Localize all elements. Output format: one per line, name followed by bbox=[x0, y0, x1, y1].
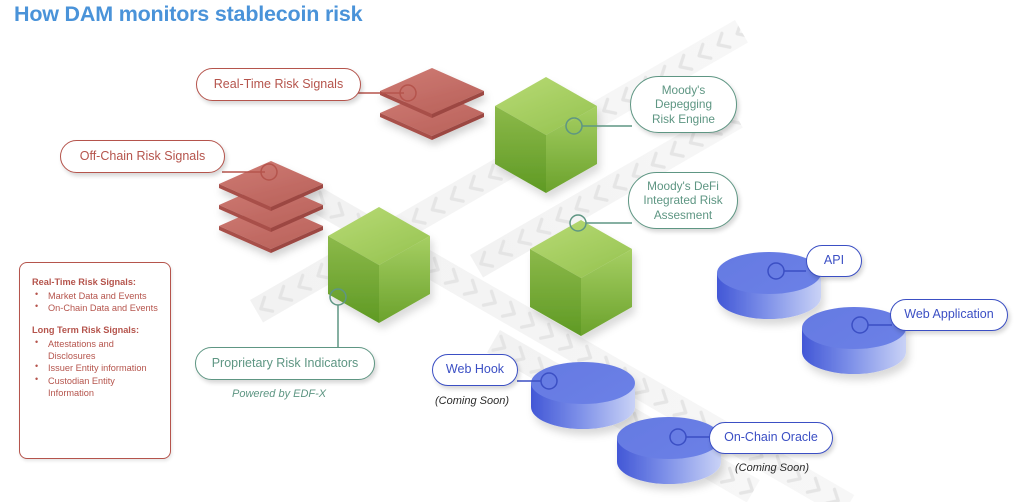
callout-off-chain-risk-signals[interactable]: Off-Chain Risk Signals bbox=[60, 140, 225, 173]
legend-list-realtime: Market Data and Events On-Chain Data and… bbox=[32, 289, 162, 314]
on-chain-oracle-note: (Coming Soon) bbox=[735, 462, 809, 474]
green-cube-depegging-engine bbox=[492, 75, 600, 203]
callout-web-hook[interactable]: Web Hook bbox=[432, 354, 518, 386]
callout-proprietary-risk-indicators[interactable]: Proprietary Risk Indicators bbox=[195, 347, 375, 380]
red-data-plates-offchain bbox=[213, 157, 338, 262]
proprietary-risk-indicators-note: Powered by EDF-X bbox=[232, 388, 327, 400]
legend-heading-longterm: Long Term Risk Signals: bbox=[32, 324, 140, 335]
page-title: How DAM monitors stablecoin risk bbox=[14, 2, 363, 26]
callout-real-time-risk-signals[interactable]: Real-Time Risk Signals bbox=[196, 68, 361, 101]
green-cube-defi-risk bbox=[527, 218, 635, 346]
green-cube-proprietary-indicators bbox=[325, 205, 433, 333]
callout-moodys-depegging-risk-engine[interactable]: Moody's Depegging Risk Engine bbox=[630, 76, 737, 133]
callout-moodys-defi-integrated-risk-assesment[interactable]: Moody's DeFi Integrated Risk Assesment bbox=[628, 172, 738, 229]
legend-item: Market Data and Events bbox=[32, 289, 162, 302]
blue-cylinder-on-chain-oracle bbox=[614, 416, 724, 494]
red-data-plates-realtime bbox=[377, 66, 497, 140]
risk-signals-legend: Real-Time Risk Signals: Market Data and … bbox=[19, 262, 171, 459]
legend-item: Attestations and Disclosures bbox=[32, 337, 162, 362]
callout-web-application[interactable]: Web Application bbox=[890, 299, 1008, 331]
legend-heading-realtime: Real-Time Risk Signals: bbox=[32, 277, 136, 287]
web-hook-note: (Coming Soon) bbox=[435, 395, 509, 407]
callout-on-chain-oracle[interactable]: On-Chain Oracle bbox=[709, 422, 833, 454]
callout-api[interactable]: API bbox=[806, 245, 862, 277]
legend-item: Custodian Entity Information bbox=[32, 374, 162, 399]
legend-list-longterm: Attestations and Disclosures Issuer Enti… bbox=[32, 337, 162, 399]
legend-item: On-Chain Data and Events bbox=[32, 301, 162, 314]
legend-item: Issuer Entity information bbox=[32, 361, 162, 374]
legend-spacer bbox=[32, 315, 162, 324]
